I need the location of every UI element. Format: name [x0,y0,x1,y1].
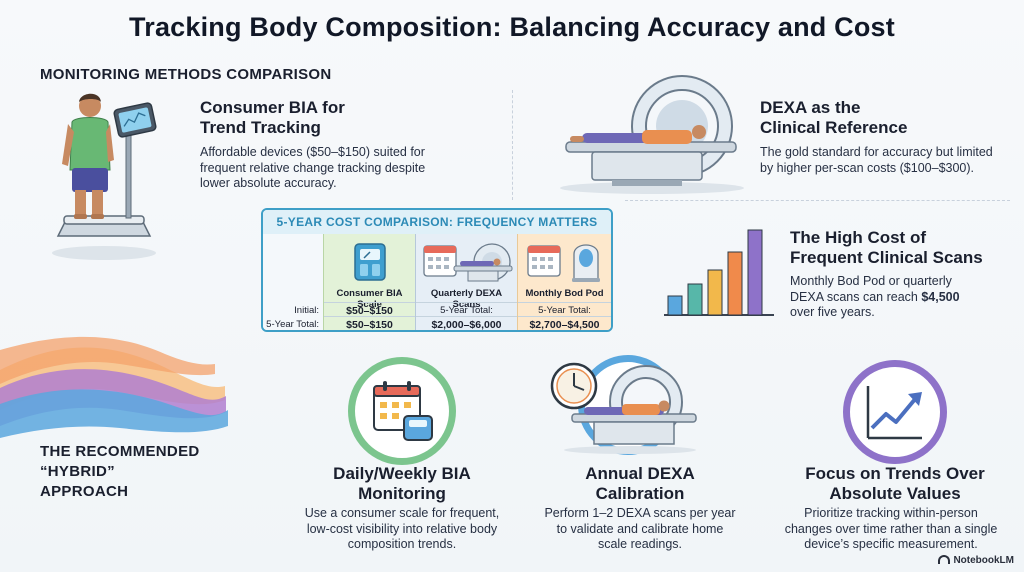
dexa-total-value: $2,000–$6,000 [431,319,502,331]
step3-body-line3: device’s specific measurement. [804,537,978,551]
bia-body-line3: lower absolute accuracy. [200,176,337,190]
high-cost-heading: The High Cost of Frequent Clinical Scans [790,228,1020,268]
step3-heading-line1: Focus on Trends Over [805,464,985,483]
bodpod-total-value: $2,700–$4,500 [529,319,600,331]
bia-heading-line2: Trend Tracking [200,118,321,137]
step1-ring [348,357,456,465]
step3-heading: Focus on Trends Over Absolute Values [770,464,1020,504]
cost-column-bodpod: Monthly Bod Pod 5-Year Total: $2,700–$4,… [517,234,611,331]
high-cost-body-line1: Monthly Bod Pod or quarterly [790,274,952,288]
step2-heading-line2: Calibration [595,484,685,503]
dexa-column-name: Quarterly DEXA Scans [430,288,503,310]
row-label-total: 5-Year Total: [266,319,319,330]
dexa-heading-line1: DEXA as the [760,98,861,117]
hybrid-label-line1: THE RECOMMENDED [40,443,200,460]
bia-scale-icon [354,243,386,281]
clock-scanner-icon [550,362,697,454]
cost-column-bia: Consumer BIA Scale $50–$150 $50–$150 [323,234,415,331]
dexa-heading: DEXA as the Clinical Reference [760,98,1000,138]
step3-body: Prioritize tracking within-person change… [760,506,1022,553]
bia-body-line2: frequent relative change tracking despit… [200,160,426,175]
horizontal-divider [625,200,1010,201]
cost-table-header: 5-YEAR COST COMPARISON: FREQUENCY MATTER… [263,210,611,234]
person-on-scale-icon [52,93,157,260]
bia-row-divider-2 [324,316,415,317]
high-cost-body: Monthly Bod Pod or quarterly DEXA scans … [790,274,1020,321]
step1-heading: Daily/Weekly BIA Monitoring [282,464,522,504]
page-title: Tracking Body Composition: Balancing Acc… [129,12,895,42]
cost-comparison-table: 5-YEAR COST COMPARISON: FREQUENCY MATTER… [261,208,613,332]
wave-decoration [0,336,228,438]
trend-up-icon [866,386,922,440]
hybrid-label-line2: “HYBRID” [40,463,115,480]
dexa-row-divider-2 [416,316,517,317]
dexa-total-label: 5-Year Total: [440,305,493,316]
brand-watermark: NotebookLM [938,555,1014,566]
step2-body: Perform 1–2 DEXA scans per year to valid… [505,506,775,553]
dexa-body: The gold standard for accuracy but limit… [760,145,1020,176]
bodpod-row-divider-1 [518,302,611,303]
high-cost-body-line2: DEXA scans can reach [790,289,918,304]
bia-row-divider-1 [324,302,415,303]
cost-column-dexa: Quarterly DEXA Scans 5-Year Total: $2,00… [415,234,517,331]
step2-heading: Annual DEXA Calibration [520,464,760,504]
bia-body-line1: Affordable devices ($50–$150) suited for [200,145,425,159]
high-cost-body-line3: over five years. [790,305,875,319]
calendar-dexa-icon [423,243,513,282]
high-cost-heading-line1: The High Cost of [790,228,926,247]
vertical-divider [512,90,513,200]
cost-table-row-labels: Initial: 5-Year Total: [263,234,323,330]
bia-heading: Consumer BIA for Trend Tracking [200,98,460,138]
step3-body-line1: Prioritize tracking within-person [804,506,978,520]
row-label-initial: Initial: [294,305,319,316]
dexa-row-divider-1 [416,302,517,303]
step1-body-line3: composition trends. [347,537,457,551]
bia-total-value: $50–$150 [346,319,393,331]
step3-ring [843,360,947,464]
monitoring-section-label: MONITORING METHODS COMPARISON [40,66,332,83]
dexa-heading-line2: Clinical Reference [760,118,908,137]
step2-body-line3: scale readings. [597,537,683,551]
bar-chart-icon [664,229,774,316]
calendar-scale-icon [373,381,433,441]
brand-label: NotebookLM [953,555,1014,566]
bia-initial-value: $50–$150 [346,305,393,317]
dexa-body-line2: by higher per-scan costs ($100–$300). [760,160,975,175]
dexa-body-line1: The gold standard for accuracy but limit… [760,145,993,159]
step2-body-line1: Perform 1–2 DEXA scans per year [544,506,736,520]
step2-heading-line1: Annual DEXA [585,464,695,483]
dexa-scanner-icon [560,75,744,194]
calendar-bodpod-icon [527,244,600,282]
bodpod-row-divider-2 [518,316,611,317]
high-cost-amount: $4,500 [921,289,960,304]
hybrid-label-line3: APPROACH [40,483,129,500]
step1-body-line1: Use a consumer scale for frequent, [304,506,500,520]
step1-heading-line1: Daily/Weekly BIA [333,464,471,483]
step1-heading-line2: Monitoring [358,484,446,503]
hybrid-section-label: THE RECOMMENDED “HYBRID” APPROACH [40,442,200,502]
bia-body: Affordable devices ($50–$150) suited for… [200,145,490,192]
high-cost-heading-line2: Frequent Clinical Scans [790,248,983,267]
bodpod-total-label: 5-Year Total: [538,305,591,316]
step1-body: Use a consumer scale for frequent, low-c… [257,506,547,553]
step2-body-line2: to validate and calibrate home [556,521,724,536]
notebooklm-logo-icon [938,555,951,564]
step1-body-line2: low-cost visibility into relative body [306,521,498,536]
step3-body-line2: changes over time rather than a single [784,521,998,536]
bia-column-name: Consumer BIA Scale [336,288,403,310]
step3-heading-line2: Absolute Values [829,484,961,503]
bia-heading-line1: Consumer BIA for [200,98,345,117]
bodpod-column-name: Monthly Bod Pod [525,288,604,299]
